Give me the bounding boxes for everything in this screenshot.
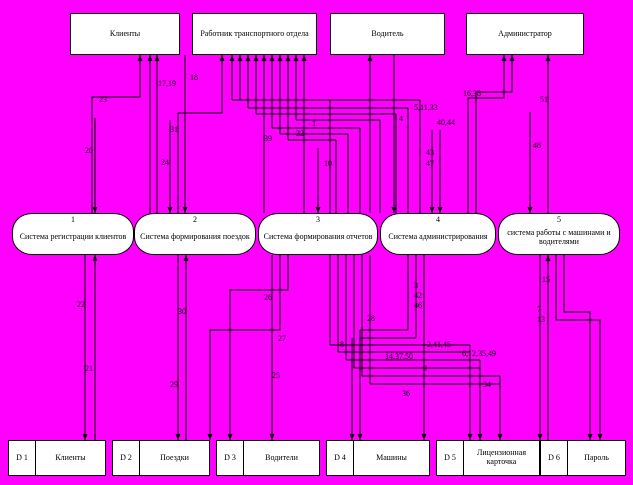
flow-label: 10 [324,159,332,168]
process-label: Система формирования поездок [140,232,250,242]
data-store-d6-password[interactable]: D 6 Пароль [540,440,626,476]
flow-label: 1 [312,119,316,128]
flow-label: 8 [340,340,344,349]
flow-label: 43 [426,148,434,157]
external-entity-driver[interactable]: Водитель [330,13,445,55]
external-entity-label: Работник транспортного отдела [200,28,309,38]
flow-label: 32 [296,129,304,138]
process-4-administration[interactable]: 4 Система администрирования [380,213,496,255]
flow-label: 47 [426,159,434,168]
external-entity-transport-worker[interactable]: Работник транспортного отдела [192,13,317,55]
data-store-d5-license-card[interactable]: D 5 Лицензионная карточка [436,440,540,476]
flow-label: 13 [537,315,545,324]
data-store-d4-cars[interactable]: D 4 Машины [326,440,430,476]
data-store-label: Водители [265,452,298,462]
process-2-trip-formation[interactable]: 2 Система формирования поездок [134,213,256,255]
data-store-label: Машины [376,452,407,462]
flow-label: 31 [170,125,178,134]
external-entity-clients[interactable]: Клиенты [70,13,180,55]
flow-label: 42 [414,291,422,300]
flow-label: 7 [537,305,541,314]
process-number: 5 [557,215,561,224]
data-store-key: D 3 [217,441,244,475]
external-entity-administrator[interactable]: Администратор [466,13,584,55]
flow-label: 14,37,50 [385,352,413,361]
flow-label: 39 [264,134,272,143]
flow-label: 5,11,33 [414,103,438,112]
process-label: Система формирования отчетов [263,232,373,242]
flow-label: 3 [414,281,418,290]
flow-label: 9 [423,364,427,373]
data-store-key: D 6 [541,441,568,475]
flow-label: 22 [77,300,85,309]
process-3-report-formation[interactable]: 3 Система формирования отчетов [258,213,378,255]
process-number: 1 [71,215,75,224]
flow-label: 21 [85,364,93,373]
flow-label: 6,12,35,49 [462,349,496,358]
flow-label: 36 [402,389,410,398]
data-store-label: Поездки [160,452,189,462]
flow-label: 16,38 [463,89,481,98]
data-store-key: D 1 [9,441,36,475]
flow-label: 51 [540,95,548,104]
flow-label: 46 [414,301,422,310]
data-store-label: Пароль [584,452,609,462]
flow-label: 23 [99,95,107,104]
flow-label: 20 [85,146,93,155]
process-label: Система администрирования [388,232,488,242]
flow-label: 30 [178,307,186,316]
flow-label: 24 [161,158,169,167]
flow-label: 15 [542,275,550,284]
flow-label: 18 [190,73,198,82]
data-store-label: Клиенты [55,452,86,462]
process-5-cars-and-drivers[interactable]: 5 система работы с машинами и водителями [498,213,620,255]
data-store-key: D 4 [327,441,354,475]
flow-label: 2,41,45 [427,340,451,349]
data-store-d2-trips[interactable]: D 2 Поездки [112,440,210,476]
data-store-d3-drivers[interactable]: D 3 Водители [216,440,320,476]
data-store-label: Лицензионная карточка [476,448,527,466]
flow-label: 27 [278,334,286,343]
process-number: 2 [193,215,197,224]
process-label: система работы с машинами и водителями [507,227,611,246]
process-1-client-registration[interactable]: 1 Система регистрации клиентов [12,213,134,255]
process-number: 3 [316,215,320,224]
flow-label: 40,44 [437,118,455,127]
flow-label: 28 [367,314,375,323]
flow-label: 25 [272,371,280,380]
flow-label: 4 [399,114,403,123]
flow-label: 29 [170,380,178,389]
data-store-key: D 5 [437,441,464,475]
flow-label: 48 [533,141,541,150]
flow-label: 34 [483,380,491,389]
data-store-key: D 2 [113,441,140,475]
process-number: 4 [436,215,440,224]
external-entity-label: Водитель [371,28,404,38]
external-entity-label: Клиенты [109,28,141,38]
external-entity-label: Администратор [498,28,552,38]
data-store-d1-clients[interactable]: D 1 Клиенты [8,440,106,476]
flow-label: 17,19 [158,79,176,88]
flow-label: 26 [264,293,272,302]
process-label: Система регистрации клиентов [19,232,127,242]
